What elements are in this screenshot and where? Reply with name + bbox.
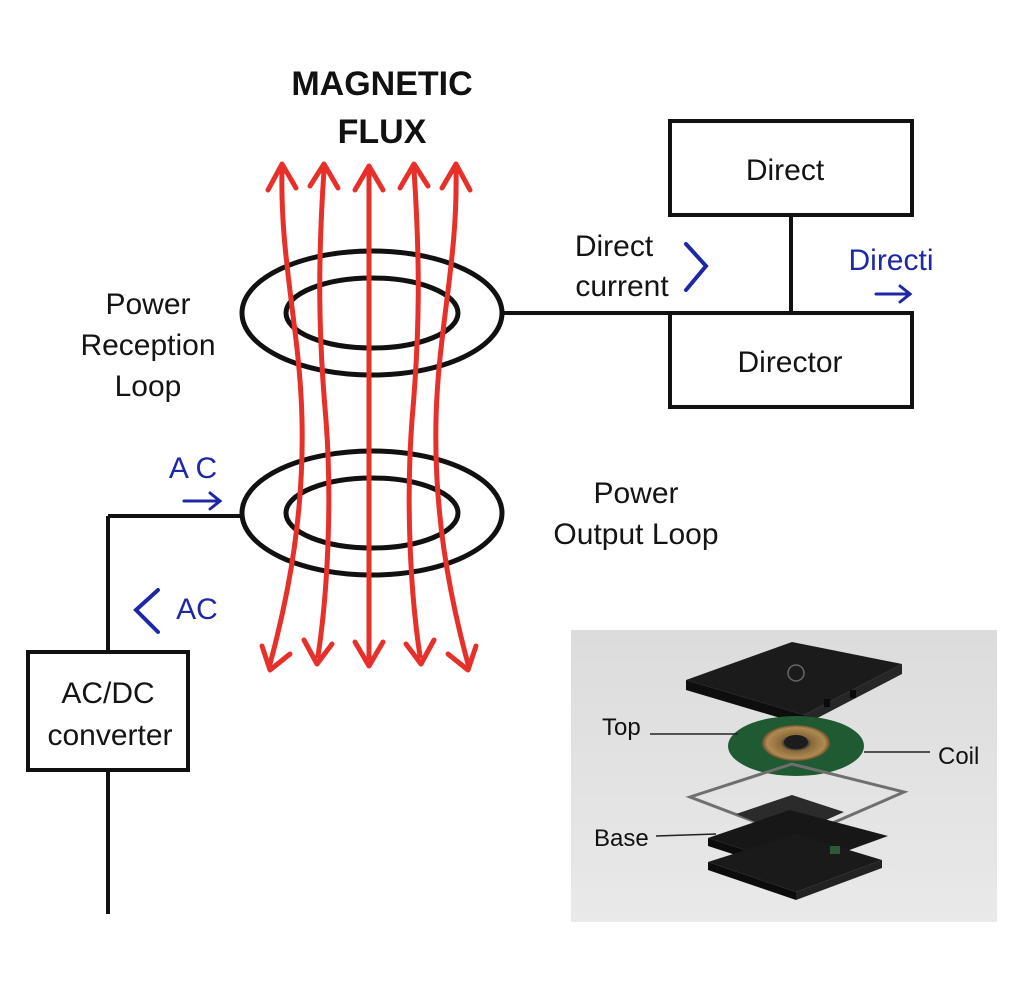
converter-label-1: AC/DC — [61, 677, 154, 710]
output-loop-label-1: Power — [593, 477, 678, 510]
left-wiring — [106, 514, 242, 914]
cover-logo-icon — [787, 664, 805, 682]
reception-loop-label-2: Reception — [80, 329, 215, 362]
output-loop-label-2: Output Loop — [553, 518, 718, 551]
acdc-converter-box — [26, 650, 190, 772]
director-box — [668, 311, 914, 409]
coil-board — [728, 716, 864, 776]
director-box-label: Director — [737, 346, 842, 379]
direct-current-label-1: Direct — [575, 230, 654, 263]
top-cover — [686, 642, 902, 725]
converter-label-2: converter — [47, 719, 172, 752]
directi-label: Directi — [848, 244, 933, 277]
photo-label-base: Base — [594, 825, 649, 852]
title-line-1: MAGNETIC — [291, 65, 472, 103]
ac-top-arrow-icon — [182, 491, 223, 511]
reception-loop-label-1: Power — [105, 288, 190, 321]
photo-label-coil: Coil — [938, 743, 979, 770]
magnetic-flux-lines — [267, 167, 471, 667]
direct-current-arrow-icon — [684, 242, 709, 292]
reception-loop-label-3: Loop — [115, 370, 182, 403]
ac-left-label: AC — [176, 593, 218, 626]
direct-current-label-2: current — [575, 270, 669, 303]
ac-left-arrow-icon — [133, 588, 160, 634]
flux-arrowheads — [259, 161, 479, 673]
power-output-loop — [239, 448, 505, 578]
base-stack — [708, 795, 888, 900]
directi-arrow-icon — [874, 284, 913, 304]
ac-top-label: A C — [169, 452, 217, 485]
photo-leader-lines — [650, 733, 930, 837]
direct-box-label: Direct — [746, 154, 825, 187]
title-line-2: FLUX — [338, 113, 427, 151]
power-reception-loop — [239, 248, 505, 378]
right-wiring — [502, 215, 793, 315]
photo-label-top: Top — [602, 714, 641, 741]
direct-box — [668, 119, 914, 217]
exploded-view-photo: Top Coil Base — [571, 630, 997, 922]
